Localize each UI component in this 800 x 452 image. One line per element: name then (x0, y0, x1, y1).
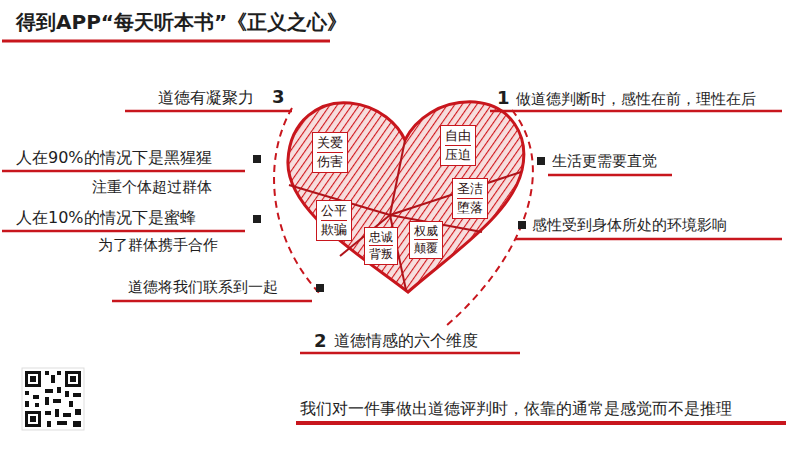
heart-sector: 关爱伤害 (312, 132, 348, 173)
sector-dividers (289, 140, 521, 290)
note: 人在10%的情况下是蜜蜂 (16, 208, 196, 227)
title-underline (2, 40, 330, 43)
sector-label: 堕落 (457, 200, 483, 216)
sector-label: 圣洁 (457, 181, 483, 199)
note: 注重个体超过群体 (92, 178, 212, 196)
sector-label: 忠诚 (369, 230, 393, 246)
underlines (2, 111, 782, 353)
section-heading: 做道德判断时，感性在前，理性在后 (516, 90, 756, 108)
title: 得到APP“每天听本书”《正义之心》 (16, 10, 347, 34)
sector-label: 权威 (414, 224, 438, 240)
sector-label: 自由 (445, 128, 471, 146)
section-heading: 道德情感的六个维度 (334, 331, 478, 350)
heart-sector: 公平欺骗 (316, 200, 352, 241)
note: 生活更需要直觉 (552, 152, 657, 170)
note: 道德将我们联系到一起 (128, 278, 278, 296)
heart-sector: 忠诚背叛 (364, 227, 398, 265)
sector-label: 压迫 (445, 147, 471, 163)
sector-label: 欺骗 (321, 222, 347, 238)
bullets (253, 155, 545, 292)
heart-sector: 权威颠覆 (409, 221, 443, 259)
sector-label: 关爱 (317, 135, 343, 153)
sector-label: 颠覆 (414, 241, 438, 255)
sector-label: 背叛 (369, 247, 393, 261)
heart-shape (288, 102, 524, 292)
sector-label: 公平 (321, 203, 347, 221)
callout-number: 3 (272, 86, 285, 108)
qr-code (22, 368, 84, 430)
note: 人在90%的情况下是黑猩猩 (16, 148, 212, 167)
sector-label: 伤害 (317, 154, 343, 170)
note: 为了群体携手合作 (98, 236, 218, 254)
note: 感性受到身体所处的环境影响 (532, 216, 727, 234)
summary-note: 我们对一件事做出道德评判时，依靠的通常是感觉而不是推理 (300, 399, 732, 418)
heart-sector: 圣洁堕落 (452, 178, 488, 219)
callout-number: 2 (314, 330, 327, 352)
section-heading: 道德有凝聚力 (158, 88, 254, 107)
heart-sector: 自由压迫 (440, 125, 476, 166)
callout-number: 1 (497, 87, 510, 109)
underline (296, 421, 786, 425)
